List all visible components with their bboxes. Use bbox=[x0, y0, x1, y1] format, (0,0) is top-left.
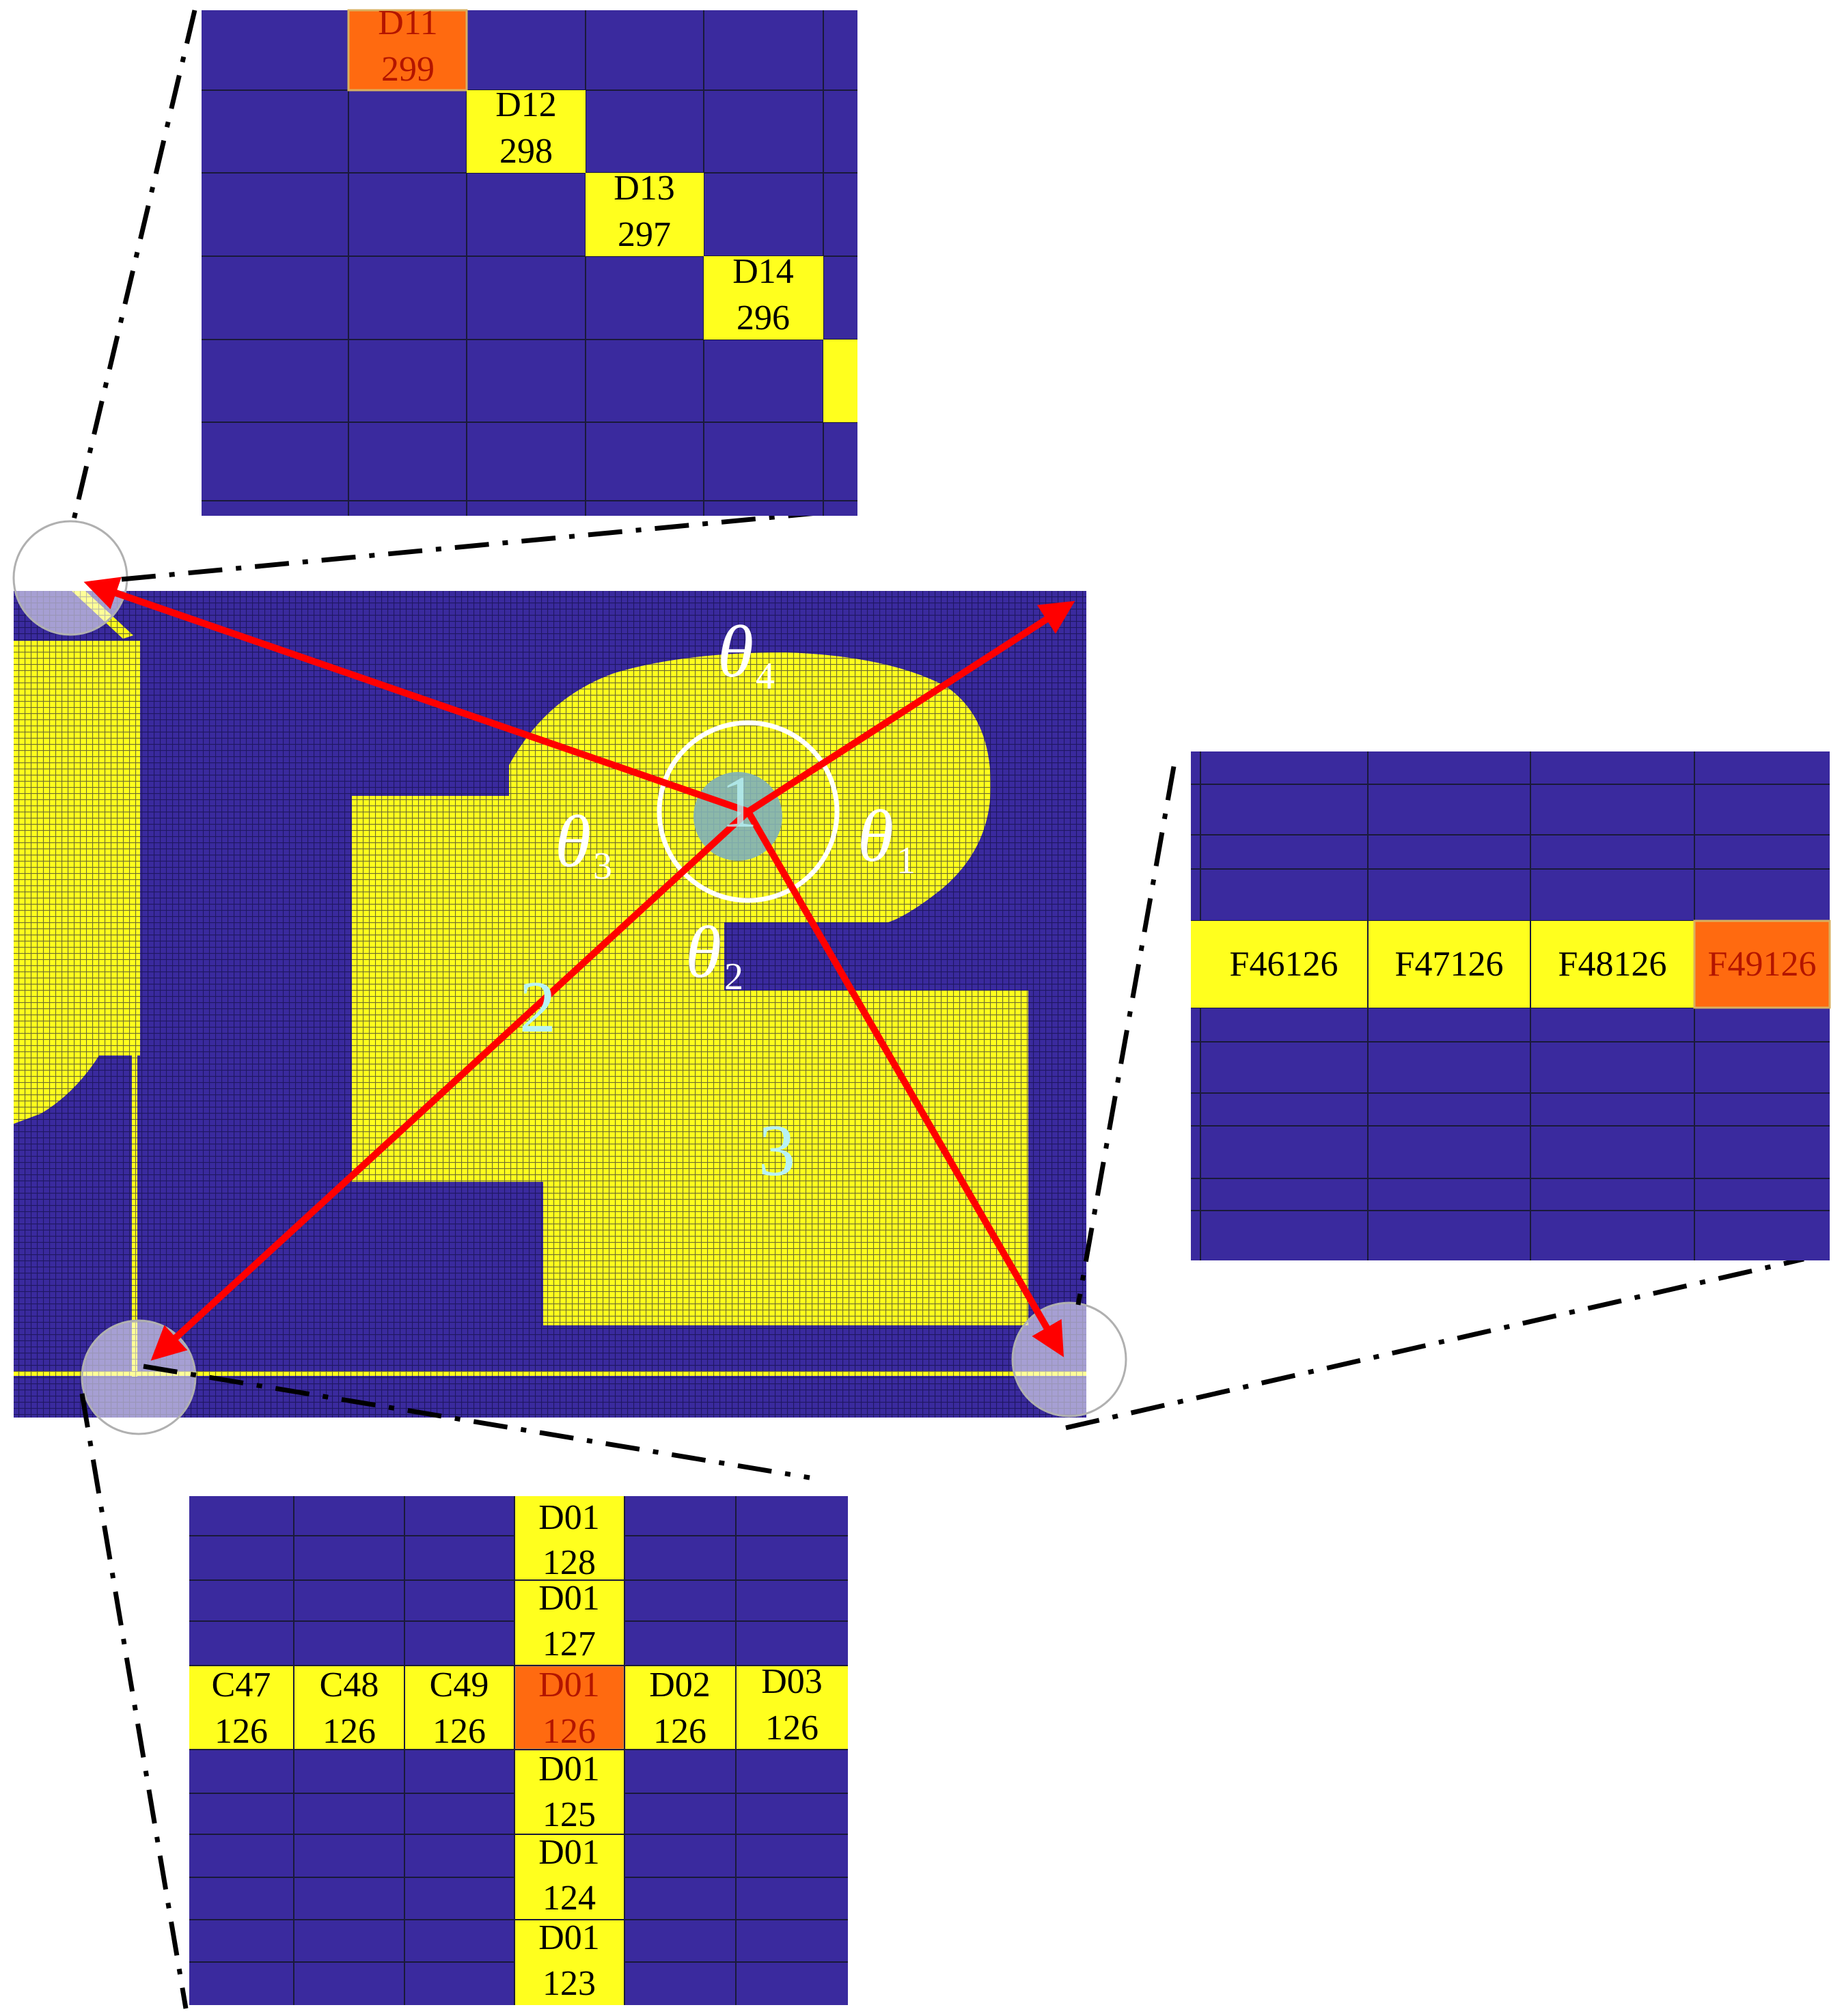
svg-text:D13: D13 bbox=[614, 169, 675, 208]
svg-text:D01: D01 bbox=[538, 1498, 600, 1537]
svg-text:D11: D11 bbox=[378, 3, 438, 42]
svg-text:125: 125 bbox=[542, 1795, 596, 1834]
svg-text:D01: D01 bbox=[538, 1833, 600, 1872]
map-grid bbox=[14, 591, 1086, 1418]
svg-text:299: 299 bbox=[381, 50, 435, 89]
arrow-to-bottom-left bbox=[150, 809, 751, 1361]
zoom-circle-bottom-right bbox=[1011, 1301, 1127, 1418]
svg-text:124: 124 bbox=[542, 1879, 596, 1918]
svg-text:D01: D01 bbox=[538, 1750, 600, 1789]
angle-label-theta-1: θ 1 bbox=[857, 796, 916, 882]
angle-label-theta-4: θ 4 bbox=[717, 611, 775, 698]
svg-text:126: 126 bbox=[322, 1712, 376, 1751]
svg-text:C49: C49 bbox=[430, 1666, 489, 1704]
svg-text:2: 2 bbox=[724, 956, 743, 998]
arrow-to-bottom-right bbox=[745, 810, 1064, 1357]
svg-text:298: 298 bbox=[499, 132, 553, 171]
svg-text:3: 3 bbox=[593, 845, 612, 887]
arrows bbox=[83, 577, 1075, 1361]
svg-text:128: 128 bbox=[542, 1543, 596, 1582]
inset-bottom-col-cell-123: D01 123 bbox=[538, 1918, 600, 2003]
angle-ring bbox=[657, 720, 840, 903]
svg-text:D01: D01 bbox=[538, 1666, 600, 1704]
inset-bottom-row-cell-d01: D01 126 bbox=[538, 1666, 600, 1751]
inset-top-cell-d11: D11 299 bbox=[378, 3, 438, 89]
svg-text:D01: D01 bbox=[538, 1579, 600, 1618]
central-map bbox=[14, 591, 1086, 1418]
inset-bottom-row-cell-d03: D03 126 bbox=[761, 1662, 823, 1748]
inset-right-cell-f46126: F46126 bbox=[1230, 945, 1338, 984]
svg-text:297: 297 bbox=[618, 215, 671, 254]
inset-bottom-row-cell-c47: C47 126 bbox=[212, 1666, 271, 1751]
svg-text:θ: θ bbox=[857, 796, 894, 877]
svg-text:C48: C48 bbox=[320, 1666, 379, 1704]
arrow-to-top-right bbox=[746, 600, 1075, 815]
region-label-1: 1 bbox=[721, 762, 758, 843]
inset-bottom-row-cell-d02: D02 126 bbox=[649, 1666, 711, 1751]
inset-right-cell-f49126: F49126 bbox=[1708, 945, 1817, 984]
svg-text:126: 126 bbox=[432, 1712, 486, 1751]
angle-label-theta-2: θ 2 bbox=[685, 912, 743, 998]
angle-label-theta-3: θ 3 bbox=[555, 801, 612, 887]
svg-text:C47: C47 bbox=[212, 1666, 271, 1704]
region-label-2: 2 bbox=[519, 967, 556, 1048]
inset-bottom-col-cell-125: D01 125 bbox=[538, 1750, 600, 1834]
svg-text:D02: D02 bbox=[649, 1666, 711, 1704]
svg-text:4: 4 bbox=[756, 655, 775, 698]
svg-text:θ: θ bbox=[717, 611, 754, 693]
inset-top-cell-d13: D13 297 bbox=[614, 169, 675, 254]
inset-bottom-row-cell-c48: C48 126 bbox=[320, 1666, 379, 1751]
arrow-to-top-left bbox=[83, 577, 750, 815]
svg-text:D01: D01 bbox=[538, 1918, 600, 1957]
inset-bottom-grid bbox=[189, 1496, 848, 2005]
svg-text:D14: D14 bbox=[732, 252, 794, 291]
inset-bottom-col-cell-124: D01 124 bbox=[538, 1833, 600, 1918]
inset-right-cell-f48126: F48126 bbox=[1558, 945, 1667, 984]
svg-text:126: 126 bbox=[542, 1712, 596, 1751]
inset-top-cell-d14: D14 296 bbox=[732, 252, 794, 337]
svg-text:123: 123 bbox=[542, 1964, 596, 2003]
inset-top-cell-d12: D12 298 bbox=[495, 85, 557, 171]
inset-right-cell-f47126: F47126 bbox=[1395, 945, 1504, 984]
zoom-circle-top-left bbox=[12, 520, 128, 636]
inset-bottom: D01 128 D01 127 D01 125 D01 124 D01 123 … bbox=[189, 1496, 848, 2005]
svg-text:θ: θ bbox=[555, 801, 591, 883]
svg-text:1: 1 bbox=[896, 840, 916, 882]
svg-text:θ: θ bbox=[685, 912, 721, 993]
svg-text:126: 126 bbox=[215, 1712, 268, 1751]
svg-text:126: 126 bbox=[653, 1712, 706, 1751]
region-label-3: 3 bbox=[758, 1110, 795, 1191]
svg-text:D12: D12 bbox=[495, 85, 557, 124]
inset-top: D11 299 D12 298 D13 297 D14 296 bbox=[202, 3, 857, 516]
inset-bottom-col-cell-128: D01 128 bbox=[538, 1498, 600, 1582]
svg-text:126: 126 bbox=[765, 1709, 819, 1748]
inset-bottom-row-cell-c49: C49 126 bbox=[430, 1666, 489, 1751]
svg-text:D03: D03 bbox=[761, 1662, 823, 1701]
svg-text:296: 296 bbox=[737, 299, 790, 337]
inset-bottom-col-cell-127: D01 127 bbox=[538, 1579, 600, 1663]
svg-text:127: 127 bbox=[542, 1625, 596, 1663]
connector-lines bbox=[70, 10, 1804, 2009]
inset-right: F46126 F47126 F48126 F49126 bbox=[1191, 751, 1831, 1260]
